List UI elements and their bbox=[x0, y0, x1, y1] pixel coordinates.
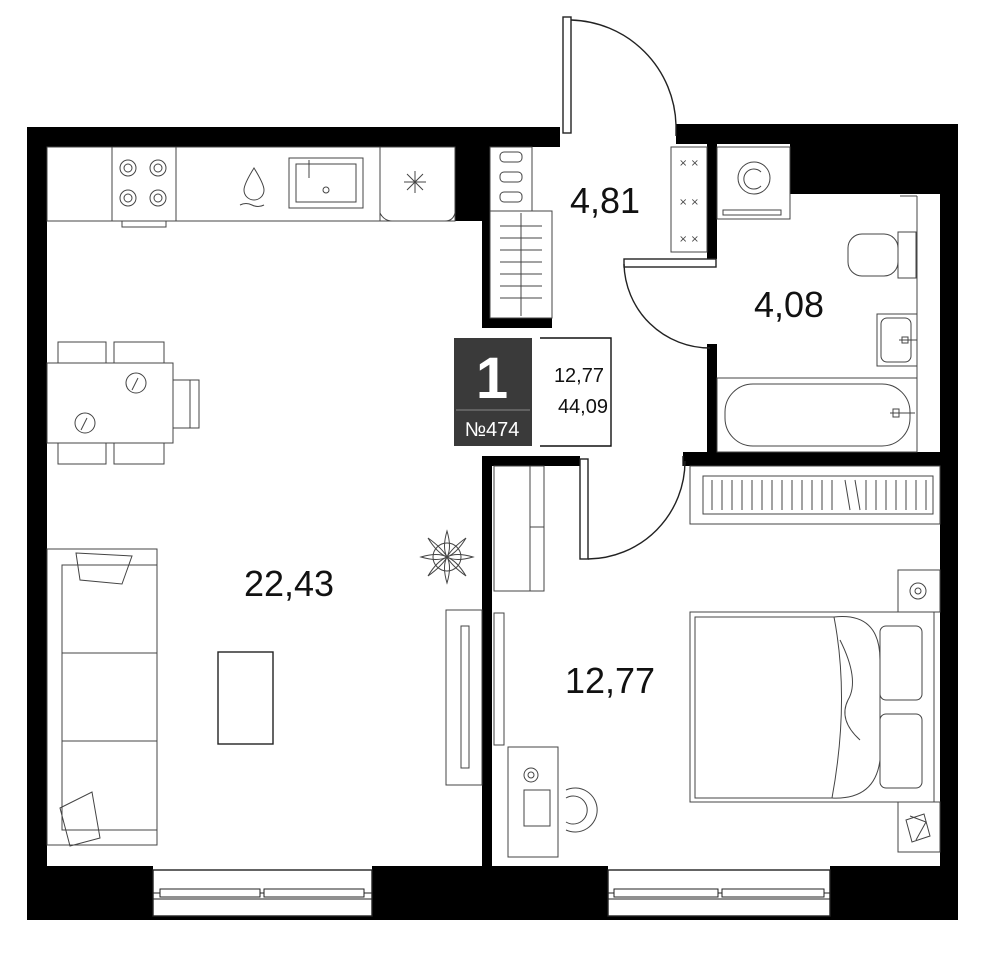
stove-icon bbox=[111, 146, 177, 228]
water-drop-icon bbox=[239, 167, 265, 207]
snowflake-icon bbox=[404, 171, 426, 193]
room-area-hallway: 4,81 bbox=[570, 180, 640, 221]
svg-text:× ×: × × bbox=[679, 234, 699, 245]
sofa bbox=[46, 548, 158, 847]
window-bedroom bbox=[607, 869, 831, 917]
desk bbox=[507, 746, 598, 858]
bed bbox=[689, 611, 935, 803]
window-living bbox=[152, 869, 373, 917]
room-area-bedroom: 12,77 bbox=[565, 660, 655, 701]
svg-text:× ×: × × bbox=[679, 197, 699, 208]
washing-machine-icon bbox=[716, 146, 791, 220]
apartment-number: №474 bbox=[465, 419, 520, 441]
apartment-badge: 1 №474 12,77 44,09 bbox=[454, 337, 612, 447]
nightstand-bottom bbox=[897, 801, 941, 853]
room-area-living-kitchen: 22,43 bbox=[244, 563, 334, 604]
bathroom-sink-icon bbox=[876, 313, 918, 367]
walls bbox=[27, 124, 958, 920]
bedroom-door bbox=[579, 456, 686, 560]
sink-icon bbox=[288, 157, 364, 209]
bedroom-wardrobe bbox=[689, 465, 941, 525]
bathroom-door bbox=[623, 258, 717, 349]
bathtub-icon bbox=[716, 377, 918, 453]
room-area-bathroom: 4,08 bbox=[754, 284, 824, 325]
nightstand-top bbox=[897, 569, 941, 613]
svg-text:× ×: × × bbox=[679, 158, 699, 169]
boiler-panel: × × × × × × bbox=[670, 146, 708, 253]
rooms-count: 1 bbox=[476, 346, 508, 411]
wardrobe-hall bbox=[489, 210, 553, 319]
tv-stand bbox=[445, 609, 483, 786]
entrance-door bbox=[562, 16, 677, 136]
living-area-value: 12,77 bbox=[554, 365, 604, 387]
kitchen-counter bbox=[46, 146, 456, 222]
plant-icon bbox=[419, 529, 475, 585]
toilet-icon bbox=[847, 231, 917, 279]
shoe-rack bbox=[489, 146, 533, 212]
coffee-table bbox=[217, 651, 274, 745]
dining-table bbox=[46, 341, 200, 465]
bathroom-right-wall-line bbox=[900, 195, 918, 452]
total-area-value: 44,09 bbox=[558, 396, 608, 418]
bedroom-wardrobe-left bbox=[493, 465, 545, 746]
